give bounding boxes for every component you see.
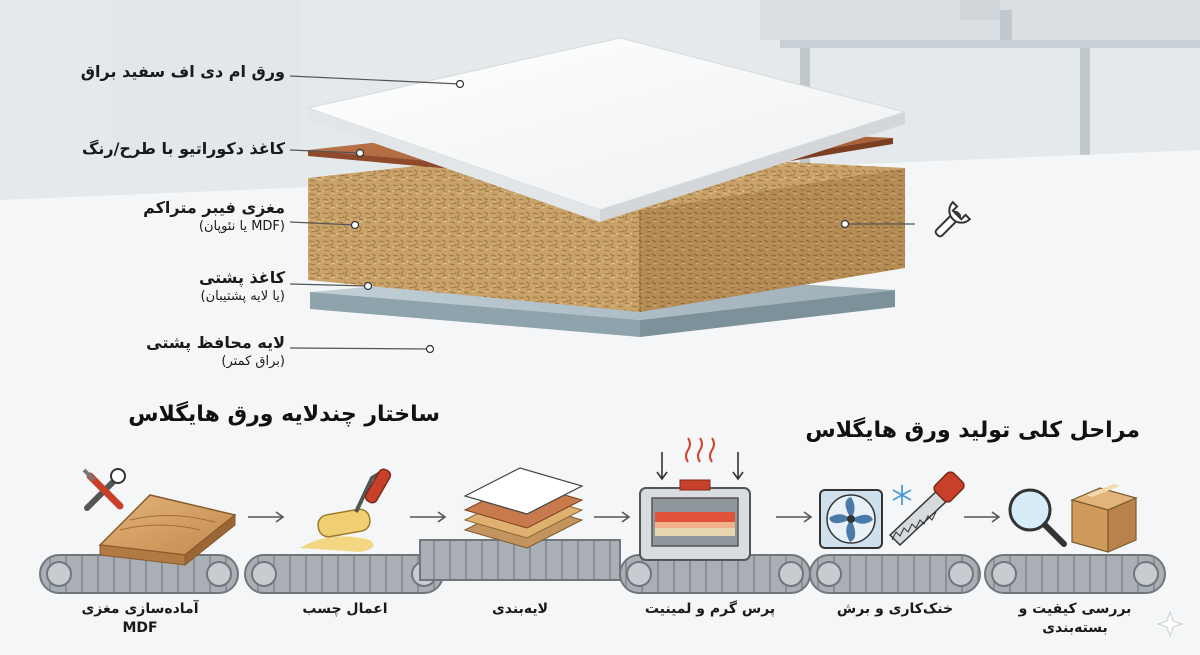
layer-stack [306, 37, 907, 337]
step-label-layering: لایه‌بندی [491, 601, 549, 617]
arrow-3-to-4 [594, 511, 631, 523]
step-label-hot-press: پرس گرم و لمینیت [644, 601, 776, 617]
layer-label-decor-paper: کاغذ دکوراتیو با طرح/رنگ [81, 139, 285, 158]
layer-sublabel-back-protective: (براق کمتر) [221, 353, 285, 369]
flow-arrows [248, 511, 1001, 523]
conveyor-segment-5 [809, 554, 981, 594]
cardboard-box-icon [1070, 484, 1138, 553]
saw-icon [888, 471, 965, 547]
conveyor-segment-1 [39, 554, 239, 594]
tools-icon [82, 468, 126, 511]
layer-label-mdf-core: مغزی فیبر متراکم (MDF یا نئوپان) [143, 198, 285, 234]
step-label-apply-glue: اعمال چسب [302, 601, 388, 617]
conveyor-segment-2 [244, 554, 444, 594]
step-label-cooling-cutting: خنک‌کاری و برش [836, 601, 954, 617]
layer-label-gloss-mdf: ورق ام دی اف سفید براق [80, 62, 285, 81]
arrow-4-to-5 [776, 511, 813, 523]
layer-label-back-paper: کاغذ پشتی (یا لایه پشتیبان) [198, 268, 285, 304]
stacked-sheets-icon [463, 467, 584, 549]
conveyor-segment-6 [984, 554, 1166, 594]
structure-title: ساختار چندلایه ورق هایگلاس [128, 402, 440, 427]
layer-sublabel-mdf-core: (MDF یا نئوپان) [198, 218, 285, 234]
paint-roller-icon [300, 468, 392, 552]
arrow-2-to-3 [410, 511, 447, 523]
cooling-fan-icon [819, 489, 883, 549]
process-title: مراحل کلی تولید ورق هایگلاس [805, 418, 1140, 443]
heat-press-icon [639, 437, 751, 561]
layer-label-back-protective: لایه محافظ پشتی (براق کمتر) [146, 333, 285, 369]
magnifier-icon [1008, 488, 1067, 547]
arrow-5-to-6 [964, 511, 1001, 523]
arrow-1-to-2 [248, 511, 285, 523]
wood-board-icon [98, 494, 237, 567]
snowflake-icon [892, 485, 912, 505]
layer-sublabel-back-paper: (یا لایه پشتیبان) [200, 288, 285, 304]
conveyor-segment-4 [619, 554, 811, 594]
sparkle-icon [1156, 610, 1184, 638]
leader-lines [289, 75, 915, 354]
wrench-icon [934, 200, 972, 238]
